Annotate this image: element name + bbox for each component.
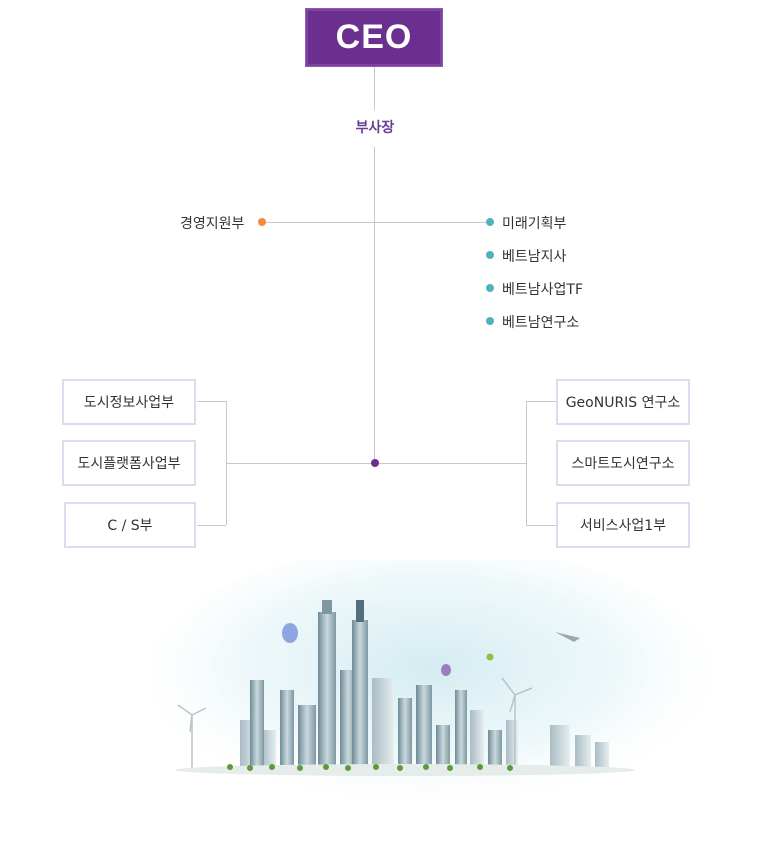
left-bracket-vertical <box>226 401 227 525</box>
right-item-dot <box>486 251 494 259</box>
right-item-label: 베트남지사 <box>502 249 567 265</box>
right-item-dot <box>486 284 494 292</box>
department-label: 서비스사업1부 <box>579 518 667 534</box>
management-support-dot <box>258 218 266 226</box>
department-label: GeoNURIS 연구소 <box>565 395 681 411</box>
right-item-label: 베트남사업TF <box>502 282 584 298</box>
department-box: GeoNURIS 연구소 <box>556 379 690 425</box>
right-item-label: 미래기획부 <box>502 216 567 232</box>
department-box: 도시플랫폼사업부 <box>62 440 196 486</box>
department-label: C / S부 <box>107 518 153 534</box>
right-item-dot <box>486 218 494 226</box>
support-horizontal-connector <box>262 222 490 223</box>
department-box: 스마트도시연구소 <box>556 440 690 486</box>
department-label: 도시플랫폼사업부 <box>77 456 181 472</box>
right-bracket-vertical <box>526 401 527 525</box>
management-support-label: 경영지원부 <box>180 216 245 232</box>
center-junction-dot <box>371 459 379 467</box>
department-box: C / S부 <box>64 502 196 548</box>
ceo-label: CEO <box>335 18 413 56</box>
left-bracket-bottom <box>197 525 226 526</box>
vertical-trunk <box>374 147 375 463</box>
department-label: 도시정보사업부 <box>83 395 175 411</box>
right-bracket-bottom <box>526 525 556 526</box>
department-label: 스마트도시연구소 <box>571 456 675 472</box>
vice-president-label: 부사장 <box>355 120 395 136</box>
left-bracket-top <box>197 401 226 402</box>
department-box: 서비스사업1부 <box>556 502 690 548</box>
right-item-dot <box>486 317 494 325</box>
ceo-box: CEO <box>305 8 443 67</box>
city-skyline-illustration <box>150 560 710 810</box>
right-item-label: 베트남연구소 <box>502 315 580 331</box>
ceo-vp-connector <box>374 65 375 110</box>
right-bracket-top <box>526 401 556 402</box>
department-box: 도시정보사업부 <box>62 379 196 425</box>
